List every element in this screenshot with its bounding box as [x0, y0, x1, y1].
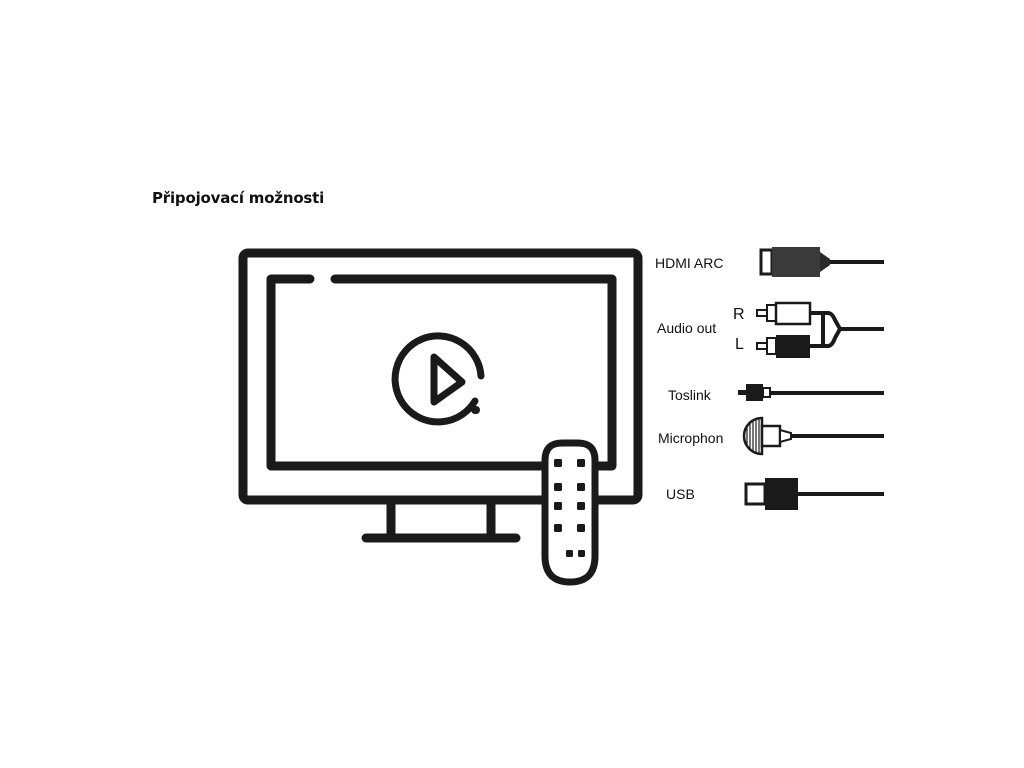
rca-audio-connector-icon [756, 301, 884, 358]
page-title: Připojovací možnosti [152, 189, 325, 207]
microphone-connector-icon [742, 416, 884, 456]
audio-l-label: L [735, 336, 744, 353]
usb-label: USB [666, 486, 695, 502]
remote-control-icon [541, 439, 599, 586]
tv-stand [361, 497, 521, 543]
audio-out-label: Audio out [657, 320, 717, 336]
tv-inner-screen [266, 274, 617, 471]
audio-r-label: R [733, 306, 745, 323]
usb-connector-icon [744, 478, 884, 510]
hdmi-arc-label: HDMI ARC [655, 255, 724, 271]
tv-outer-frame [238, 248, 643, 505]
microphone-label: Microphon [658, 430, 724, 446]
tv-icon [238, 248, 643, 543]
play-icon [391, 332, 485, 426]
hdmi-connector-icon [759, 247, 884, 277]
toslink-connector-icon [738, 384, 884, 401]
toslink-label: Toslink [668, 387, 711, 403]
